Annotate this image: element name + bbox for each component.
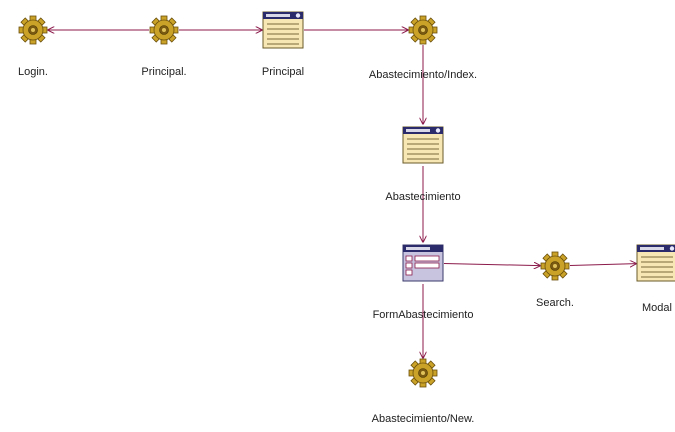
login-gear-icon xyxy=(18,15,48,45)
form-abast-form-icon xyxy=(402,244,444,282)
node-label-principal-srv: Principal. xyxy=(141,66,187,78)
principal-page-page-icon xyxy=(262,11,304,49)
node-label-modal: Modal xyxy=(642,302,672,314)
modal-page-icon xyxy=(636,244,675,282)
principal-srv-gear-icon xyxy=(149,15,179,45)
node-label-abast-page: Abastecimiento xyxy=(385,191,461,203)
abast-new-gear-icon xyxy=(408,358,438,388)
abast-index-gear-icon xyxy=(408,15,438,45)
nodes-layer xyxy=(18,11,675,388)
node-label-search: Search. xyxy=(536,297,574,309)
edge-form-abast-to-search xyxy=(443,263,540,265)
edge-search-to-modal xyxy=(569,264,636,266)
edges-layer xyxy=(48,30,636,358)
node-label-abast-index: Abastecimiento/Index. xyxy=(368,69,478,81)
node-label-abast-new: Abastecimiento/New. xyxy=(371,413,475,425)
search-gear-icon xyxy=(540,251,570,281)
abast-page-page-icon xyxy=(402,126,444,164)
node-label-form-abast: FormAbastecimiento xyxy=(372,309,474,321)
node-label-principal-page: Principal xyxy=(261,66,305,78)
node-label-login: Login. xyxy=(18,66,48,78)
